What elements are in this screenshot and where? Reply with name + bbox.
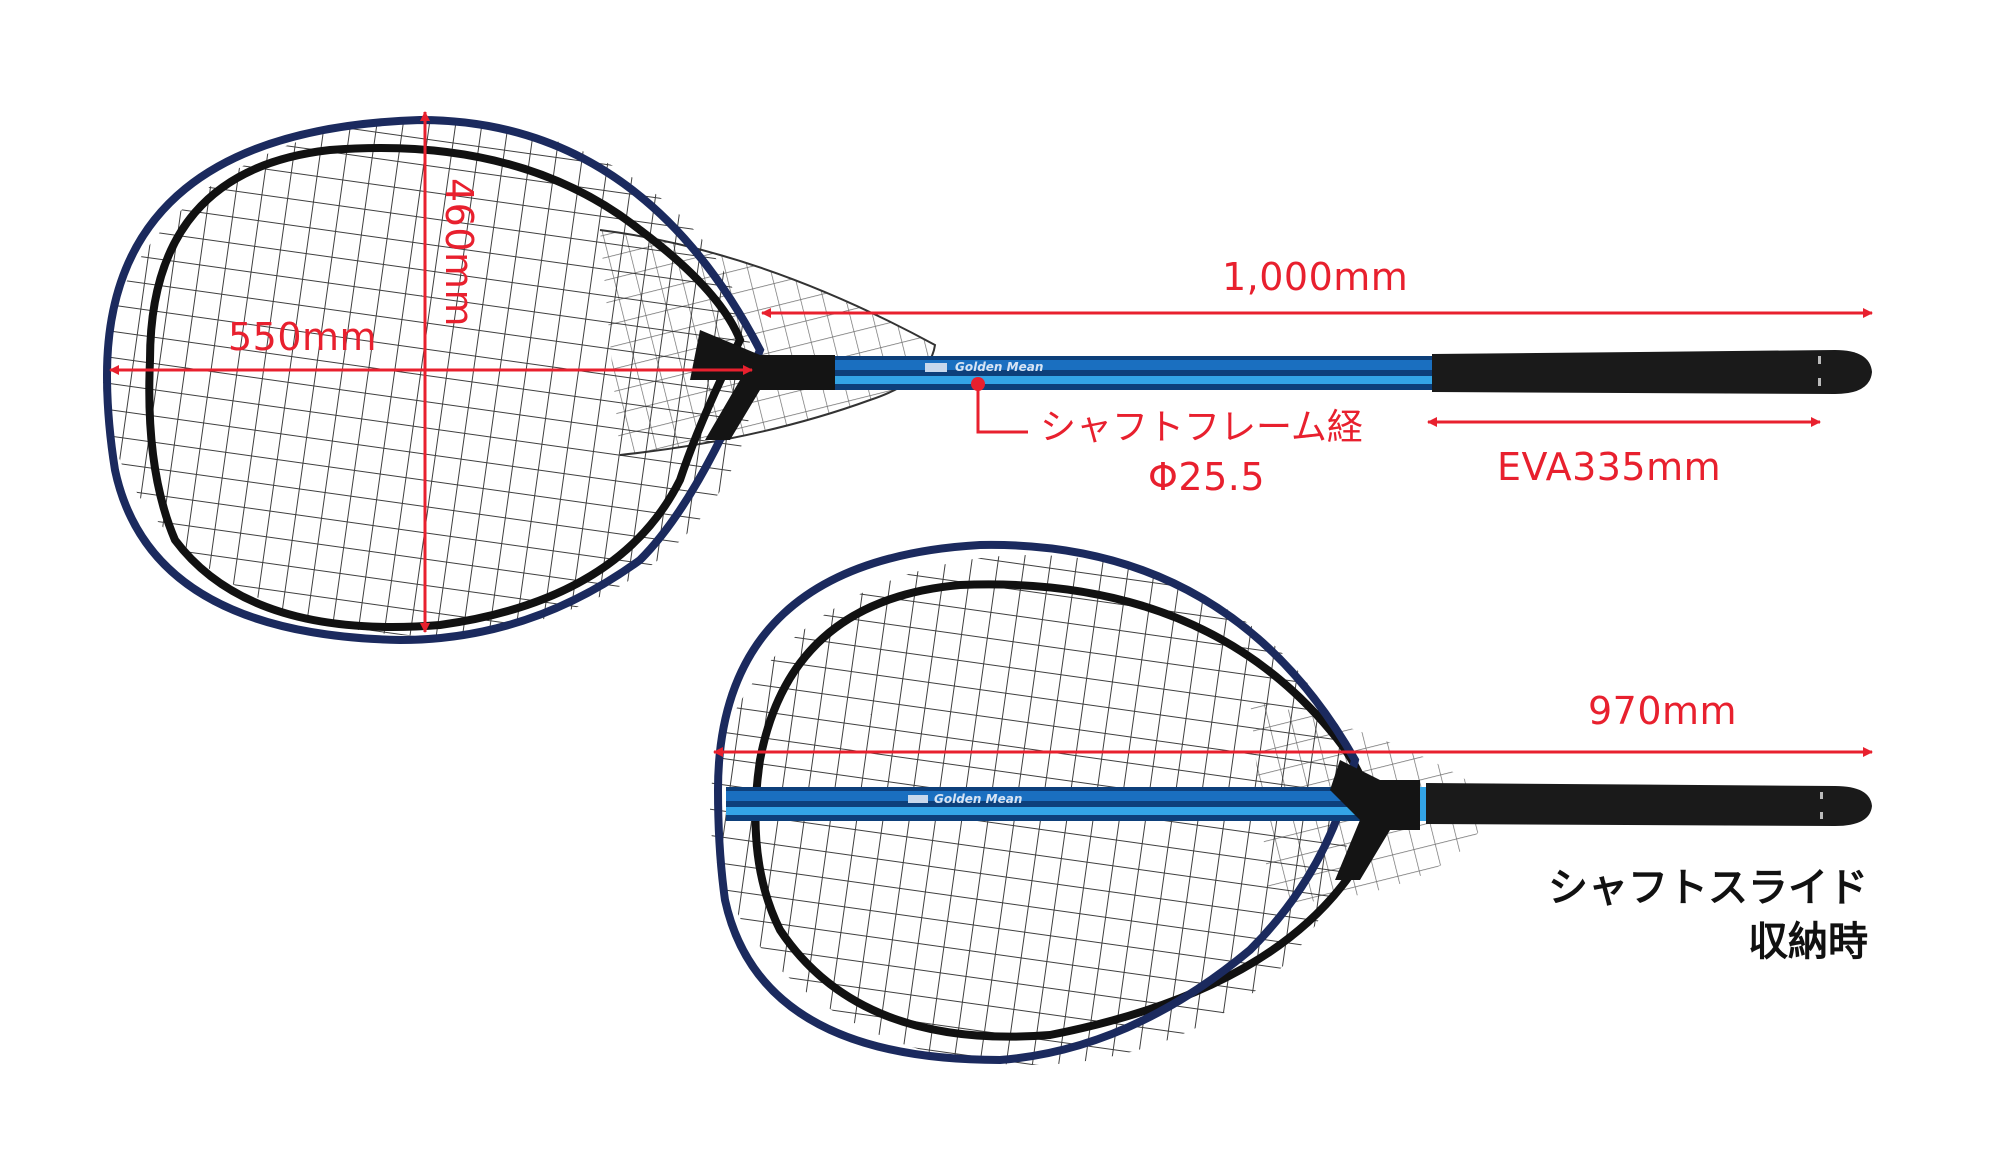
shaft-brand-text: Golden Mean <box>934 792 1022 806</box>
stowed-net: Golden Mean <box>710 540 1873 1065</box>
frame-hoop-icon <box>713 540 1360 1065</box>
shaft-diameter-label: シャフトフレーム経 <box>1040 407 1363 448</box>
stowed-caption-line1: シャフトスライド <box>1548 865 1868 911</box>
shaft-collar-icon <box>1420 787 1426 821</box>
grip-icon <box>1426 783 1872 826</box>
stowed-caption-line2: 収納時 <box>1748 919 1868 965</box>
grip-length-label: EVA335mm <box>1497 445 1722 489</box>
shaft-diameter-value: Φ25.5 <box>1148 455 1266 499</box>
frame-height-label: 460mm <box>437 178 481 328</box>
net-mesh-icon <box>103 120 753 636</box>
extended-net: Golden Mean <box>102 111 1873 645</box>
net-rim-icon <box>145 144 745 631</box>
shaft-icon <box>726 787 1366 821</box>
frame-hoop-icon <box>102 115 765 645</box>
grip-icon <box>1432 350 1872 394</box>
yoke-icon <box>690 330 835 440</box>
stowed-length-label: 970mm <box>1588 689 1738 733</box>
yoke-icon <box>1330 760 1420 880</box>
callout-leader-line <box>976 384 1028 434</box>
total-length-label: 1,000mm <box>1222 255 1409 299</box>
frame-width-label: 550mm <box>228 315 378 359</box>
shaft-brand-text: Golden Mean <box>955 360 1043 374</box>
shaft-icon <box>835 356 1435 390</box>
